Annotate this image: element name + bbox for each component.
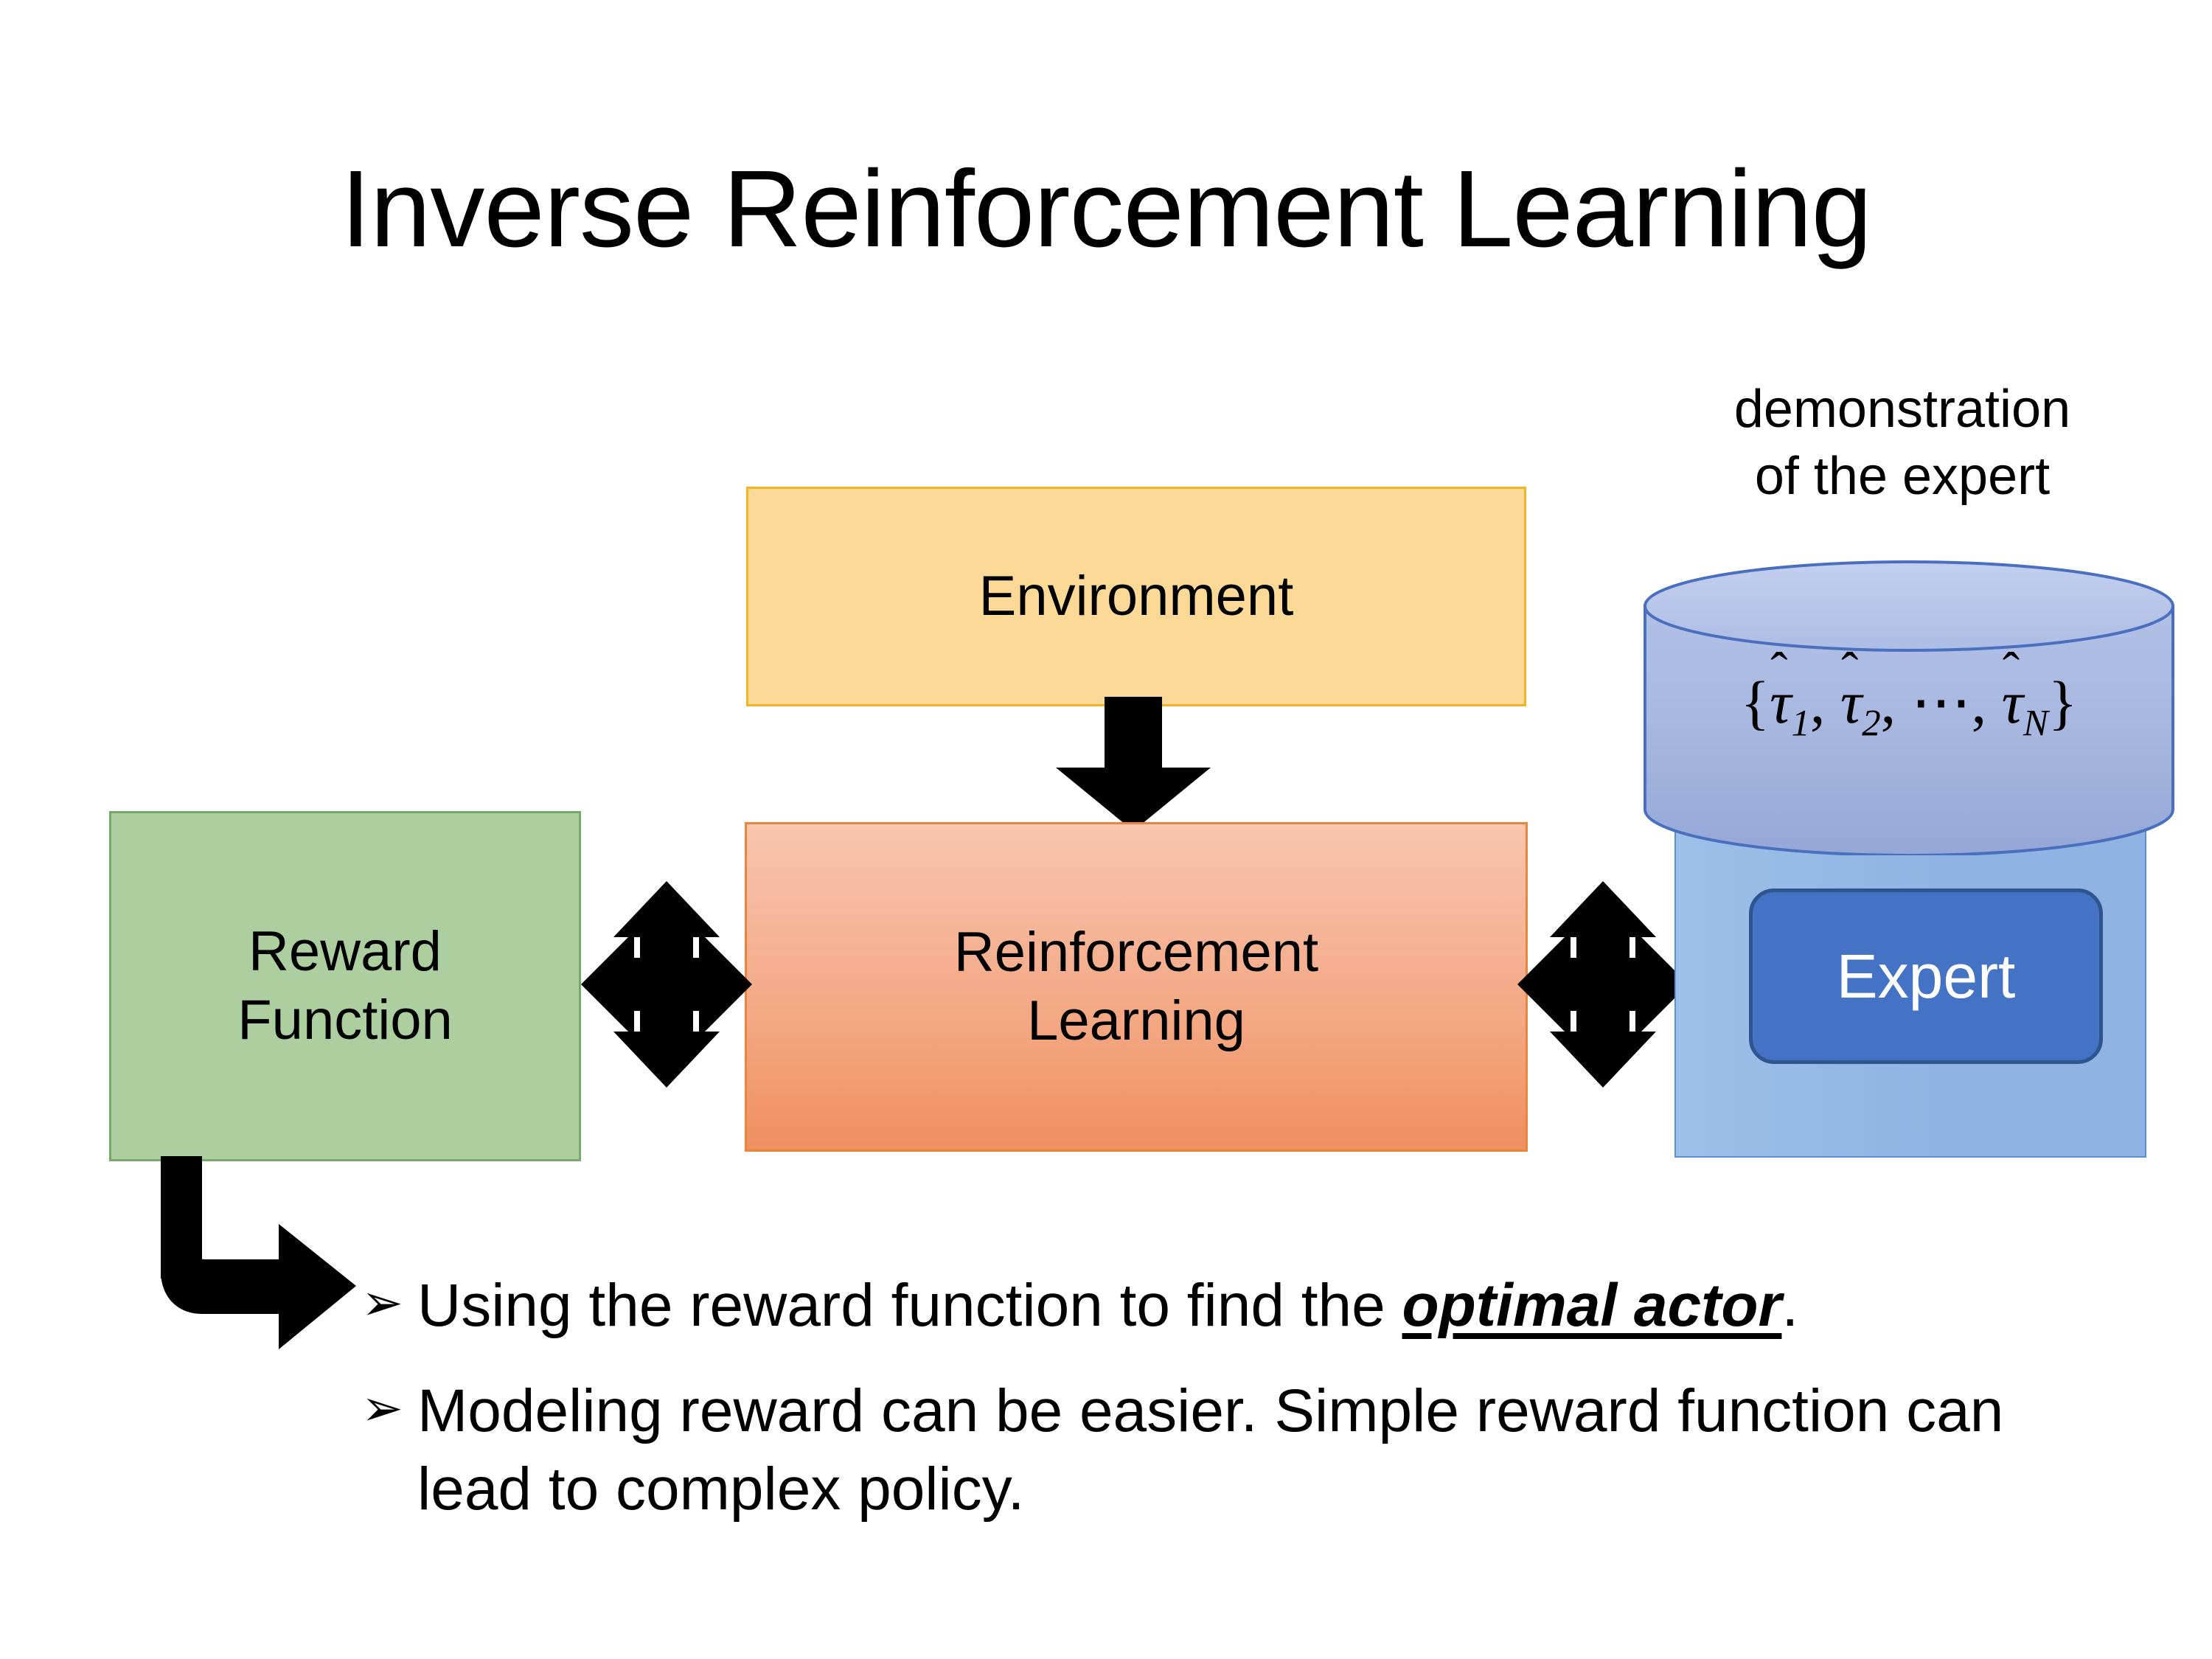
reward-function-box: Reward Function — [109, 811, 581, 1161]
bullet-text-2: Modeling reward can be easier. Simple re… — [417, 1372, 2079, 1529]
expert-caption: demonstration of the expert — [1644, 376, 2160, 509]
bullet-1-suffix: . — [1781, 1272, 1799, 1339]
rl-label-line-1: Reinforcement — [953, 920, 1319, 984]
page-title: Inverse Reinforcement Learning — [340, 148, 1872, 270]
bullet-1-prefix: Using the reward function to find the — [417, 1272, 1402, 1339]
bullet-marker-icon: ➢ — [361, 1275, 403, 1331]
expert-caption-line-1: demonstration — [1733, 380, 2071, 439]
demonstration-database-cylinder — [1644, 560, 2174, 855]
bullet-2-prefix: Modeling reward can be easier. Simple re… — [417, 1377, 2004, 1523]
bullet-list: ➢ Using the reward function to find the … — [361, 1267, 2079, 1556]
expert-box-label: Expert — [1836, 941, 2016, 1011]
bullet-1-emphasis: optimal actor — [1402, 1272, 1782, 1339]
reinforcement-learning-box: Reinforcement Learning — [745, 822, 1528, 1152]
rl-label-line-2: Learning — [1027, 989, 1245, 1052]
bullet-marker-icon: ➢ — [361, 1380, 403, 1436]
expert-box: Expert — [1749, 888, 2103, 1064]
reward-label-line-2: Function — [237, 988, 453, 1051]
expert-caption-line-2: of the expert — [1754, 446, 2051, 506]
rl-to-expert-bidirectional-arrow-icon — [1517, 874, 1688, 1095]
bullet-text-1: Using the reward function to find the op… — [417, 1267, 2079, 1346]
environment-box: Environment — [746, 487, 1526, 706]
reward-label-line-1: Reward — [248, 919, 442, 983]
reward-to-bullet-elbow-arrow-icon — [161, 1156, 356, 1355]
list-item: ➢ Using the reward function to find the … — [361, 1267, 2079, 1346]
list-item: ➢ Modeling reward can be easier. Simple … — [361, 1372, 2079, 1529]
environment-to-rl-arrow-icon — [1056, 697, 1211, 831]
environment-box-label: Environment — [978, 564, 1294, 627]
reward-function-box-label: Reward Function — [237, 918, 453, 1054]
reward-to-rl-bidirectional-arrow-icon — [581, 874, 752, 1095]
reinforcement-learning-box-label: Reinforcement Learning — [954, 919, 1318, 1055]
